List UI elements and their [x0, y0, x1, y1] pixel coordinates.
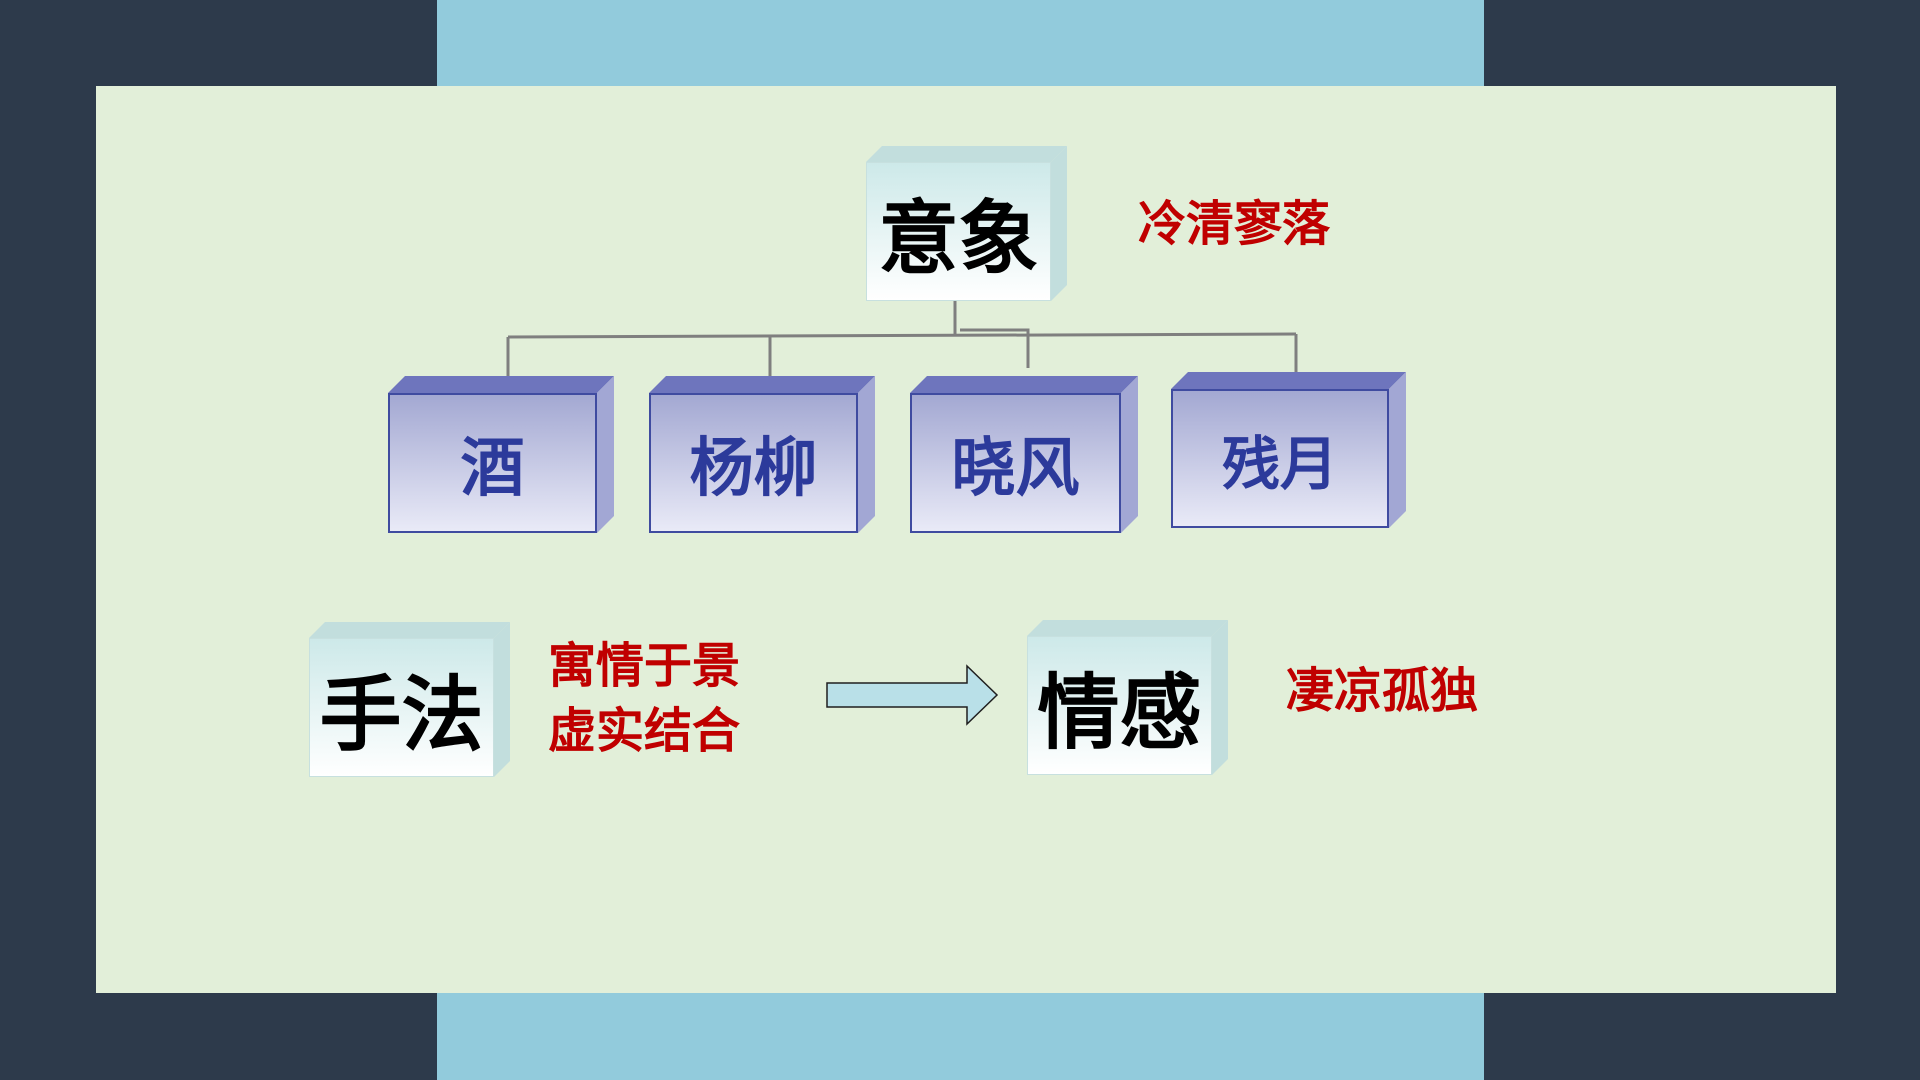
root-node-label: 意象 — [878, 191, 1039, 285]
technique-node: 手法 — [309, 622, 510, 777]
child-node-2-label: 杨柳 — [689, 432, 818, 506]
emotion-note: 凄凉孤独 — [1286, 663, 1479, 719]
child-node-1: 酒 — [388, 376, 614, 533]
technique-note-1: 寓情于景 — [548, 638, 741, 694]
emotion-node-label: 情感 — [1037, 666, 1202, 761]
child-node-4: 残月 — [1171, 372, 1406, 528]
child-node-4-label: 残月 — [1221, 429, 1338, 498]
technique-note-2: 虚实结合 — [548, 703, 741, 759]
root-node: 意象 — [866, 146, 1067, 301]
bottom-accent-band — [437, 993, 1484, 1080]
connector-jog — [960, 328, 1030, 368]
technique-node-label: 手法 — [319, 668, 484, 763]
child-node-2: 杨柳 — [649, 376, 875, 533]
child-node-1-label: 酒 — [460, 432, 525, 506]
root-note: 冷清寥落 — [1138, 196, 1331, 252]
connector-horizontal — [507, 332, 1297, 339]
top-accent-band — [437, 0, 1484, 86]
child-node-3: 晓风 — [910, 376, 1138, 533]
right-arrow-icon — [826, 664, 999, 726]
emotion-node: 情感 — [1027, 620, 1228, 775]
child-node-3-label: 晓风 — [951, 432, 1080, 506]
